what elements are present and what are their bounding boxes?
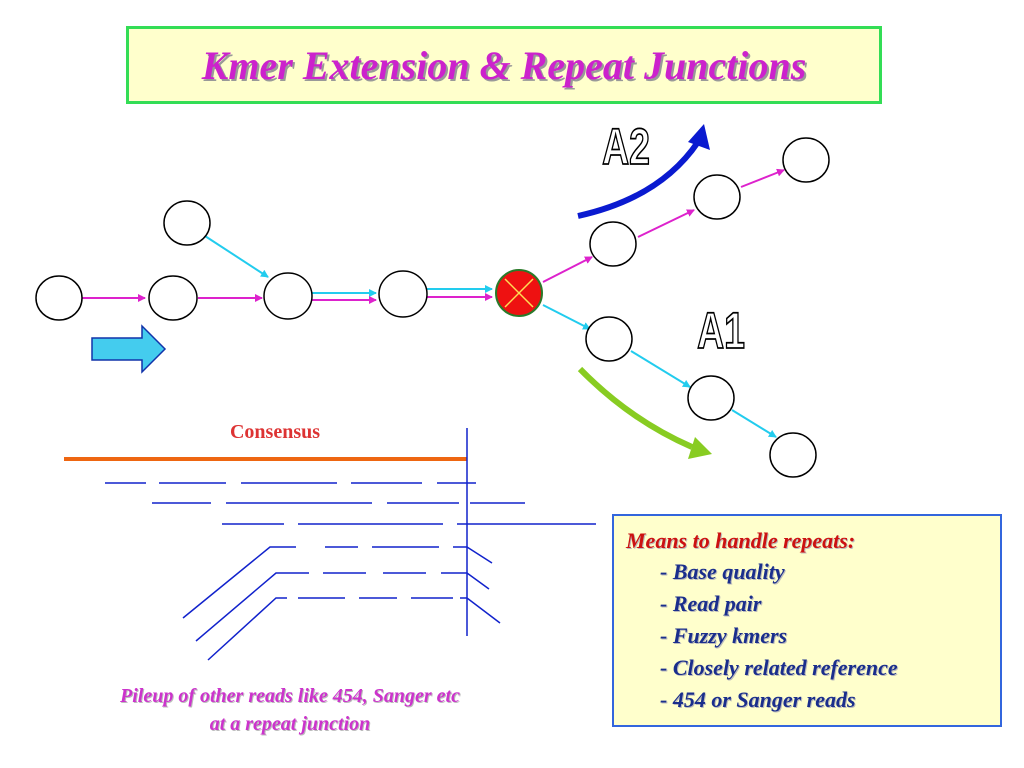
read-segment [453, 546, 493, 564]
kmer-node [687, 375, 735, 421]
pileup-caption-line: Pileup of other reads like 454, Sanger e… [120, 685, 460, 707]
edge [630, 350, 691, 388]
edge [637, 209, 695, 238]
graph-edges [82, 168, 785, 438]
slide-title: Kmer Extension & Repeat Junctions [201, 42, 807, 88]
means-item: - Fuzzy kmers [660, 623, 788, 648]
kmer-node [589, 221, 637, 267]
kmer-node [693, 174, 741, 220]
pileup-caption-line: at a repeat junction [209, 713, 371, 735]
read-segment [182, 546, 296, 619]
edge [542, 256, 593, 283]
edge [731, 409, 777, 438]
read-segment [441, 572, 490, 590]
means-item: - Base quality [660, 559, 785, 584]
title-box: Kmer Extension & Repeat Junctions [126, 26, 882, 104]
a1-path-arrow [577, 366, 712, 459]
read-pileup [105, 482, 596, 661]
consensus-label: Consensus [230, 421, 320, 443]
extension-arrow-icon [91, 324, 167, 374]
a2-label: A2 [602, 120, 650, 176]
kmer-node [782, 137, 830, 183]
read-segment [460, 597, 501, 624]
means-item: - Read pair [660, 591, 762, 616]
kmer-node [163, 200, 211, 246]
means-to-handle-repeats-box: Means to handle repeats: - Base quality … [612, 514, 1002, 727]
edge [740, 168, 785, 188]
kmer-node [585, 316, 633, 362]
means-item: - 454 or Sanger reads [660, 687, 856, 712]
kmer-node [769, 432, 817, 478]
edge [204, 235, 269, 278]
means-heading: Means to handle repeats: [626, 528, 856, 553]
kmer-node [148, 275, 198, 321]
kmer-node [35, 275, 83, 321]
a1-label: A1 [697, 304, 745, 360]
kmer-node [378, 270, 428, 318]
means-item: - Closely related reference [660, 655, 898, 680]
read-segment [207, 597, 287, 661]
a2-path-arrow [577, 124, 710, 219]
edge [542, 304, 591, 330]
kmer-node [263, 272, 313, 320]
graph-nodes [35, 137, 830, 478]
read-segment [195, 572, 309, 642]
repeat-junction-node [495, 269, 543, 317]
pileup-caption: Pileup of other reads like 454, Sanger e… [60, 682, 520, 738]
